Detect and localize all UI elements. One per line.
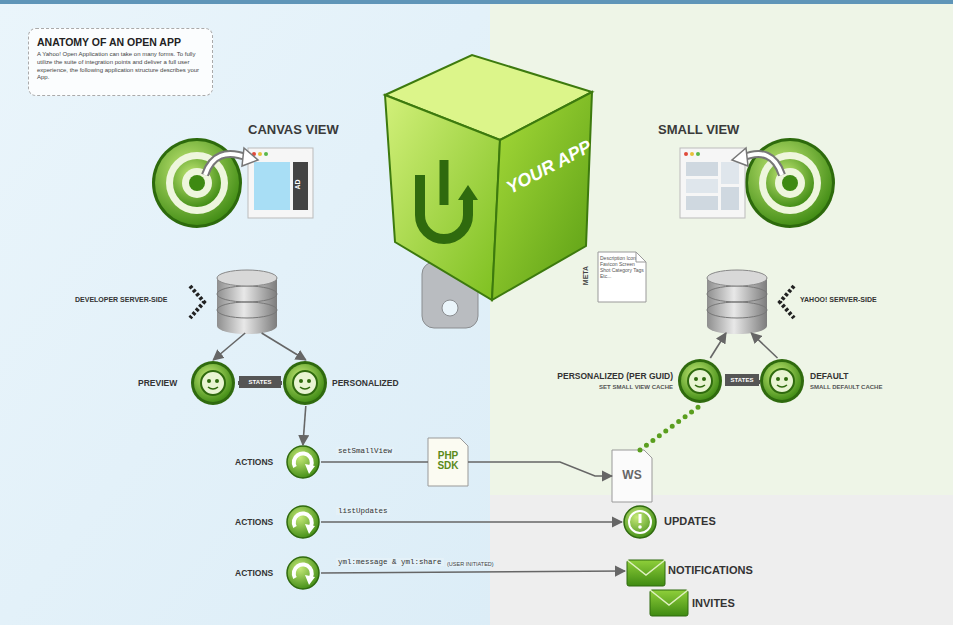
node-text: SET SMALL VIEW CACHE: [555, 384, 673, 390]
action-icon: ACTIONS: [235, 556, 321, 590]
node-text: A Yahoo! Open Application can take on ma…: [37, 51, 207, 82]
connector: [710, 333, 726, 358]
state-icon: PERSONALIZED (PER GUID) SET SMALL VIEW CA…: [515, 358, 725, 406]
node-text: YOUR APP: [503, 136, 595, 198]
node-text: CANVAS VIEW: [248, 122, 339, 137]
yahoo-database: YAHOO! SERVER-SIDE: [705, 268, 915, 333]
node-text: YAHOO! SERVER-SIDE: [800, 296, 877, 303]
notification-envelope: NOTIFICATIONS: [625, 556, 790, 586]
meta-document: META Description Icon Favicon Screen Shot…: [582, 250, 648, 304]
node-text: PREVIEW: [138, 378, 177, 388]
sdk-document: PHP SDK: [428, 438, 468, 486]
connector: [751, 333, 777, 358]
edge-label: setSmallView: [336, 447, 394, 455]
node-text: ACTIONS: [235, 457, 273, 467]
states-bar: STATES: [239, 376, 281, 388]
ws-document: WS: [612, 450, 652, 502]
node-text: INVITES: [692, 597, 735, 609]
node-text: SMALL DEFAULT CACHE: [810, 384, 882, 390]
node-text: NOTIFICATIONS: [668, 564, 753, 576]
node-text: Description Icon Favicon Screen Shot Cat…: [600, 255, 644, 279]
ad-label: AD: [294, 179, 301, 189]
connector: [321, 461, 428, 463]
connector: [640, 406, 700, 450]
connector: [213, 333, 245, 360]
node-text: UPDATES: [664, 515, 716, 527]
connector: [468, 462, 612, 476]
invite-envelope: INVITES: [648, 587, 763, 617]
node-text: ACTIONS: [235, 568, 273, 578]
small-view-icon: SMALL VIEW: [655, 122, 837, 230]
node-text: PERSONALIZED (PER GUID): [555, 371, 673, 381]
node-text: WS: [617, 468, 647, 482]
developer-database: DEVELOPER SERVER-SIDE: [75, 268, 280, 333]
node-text: PHP SDK: [433, 451, 463, 471]
state-icon: PERSONALIZED: [282, 360, 422, 406]
node-text: DEFAULT: [810, 371, 849, 381]
node-text: META: [582, 266, 589, 285]
connector: [321, 521, 622, 523]
state-icon: DEFAULT SMALL DEFAULT CACHE: [760, 358, 935, 406]
edge-label: listUpdates: [336, 507, 390, 515]
state-icon: PREVIEW: [130, 360, 238, 406]
node-text: PERSONALIZED: [332, 378, 399, 388]
node-text: SMALL VIEW: [658, 122, 739, 137]
action-icon: ACTIONS: [235, 445, 321, 479]
connector: [262, 333, 306, 360]
note-label: (USER INITIATED): [446, 561, 495, 567]
node-text: ACTIONS: [235, 517, 273, 527]
node-text: ANATOMY OF AN OPEN APP: [37, 36, 181, 48]
app-cube: YOUR APP: [385, 52, 600, 302]
updates-icon: UPDATES: [622, 505, 747, 539]
canvas-view-icon: CANVAS VIEW: [150, 122, 341, 230]
connector: [321, 571, 625, 573]
node-text: DEVELOPER SERVER-SIDE: [75, 296, 167, 303]
action-icon: ACTIONS: [235, 505, 321, 539]
states-bar: STATES: [725, 374, 759, 386]
title-box: ANATOMY OF AN OPEN APP A Yahoo! Open Appl…: [28, 28, 213, 96]
connector: [303, 406, 306, 445]
edge-label: yml:message & yml:share: [336, 558, 444, 566]
